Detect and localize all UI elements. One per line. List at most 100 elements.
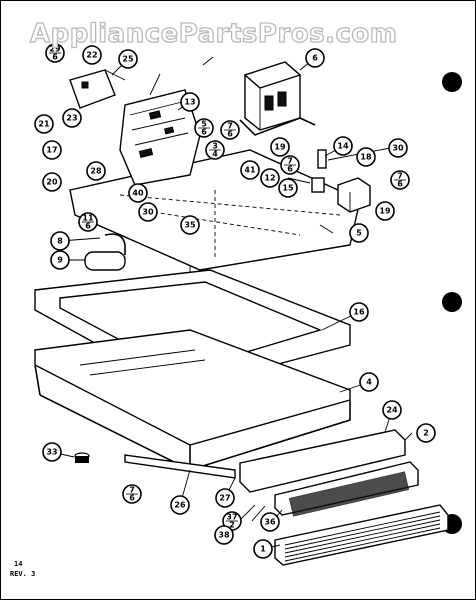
callout-label: 19 (379, 207, 391, 216)
callout-c35: 35 (180, 215, 200, 235)
callout-c3: 34 (205, 140, 225, 160)
transformer (239, 61, 316, 136)
callout-label: 12 (264, 174, 275, 183)
callout-label: 8 (57, 237, 63, 246)
callout-label: 6 (201, 128, 207, 137)
callout-label: 36 (264, 518, 276, 527)
callout-c23: 23 (62, 108, 82, 128)
callout-cT2: 76 (280, 155, 300, 175)
callout-c19b: 19 (375, 201, 395, 221)
callout-label: 23 (66, 114, 77, 123)
callout-c12: 12 (260, 168, 280, 188)
callout-circle (359, 372, 379, 392)
callout-circle (356, 147, 376, 167)
callout-c30b: 30 (138, 202, 158, 222)
callout-circle (278, 178, 298, 198)
callout-label: 7 (227, 122, 233, 131)
callout-c20: 20 (42, 172, 62, 192)
callout-circle (50, 250, 70, 270)
callout-label: 5 (356, 229, 362, 238)
callout-label: 18 (360, 153, 372, 162)
callout-label: 6 (52, 53, 58, 62)
callout-label: 6 (312, 54, 318, 63)
callout-c8: 8 (50, 231, 70, 251)
callout-c36: 36 (260, 512, 280, 532)
callout-label: 13 (184, 98, 195, 107)
callout-cT1: 76 (220, 120, 240, 140)
callout-c41: 41 (240, 160, 260, 180)
callout-c16: 16 (349, 302, 369, 322)
bracket-assembly (69, 69, 126, 109)
trim-rail (124, 454, 236, 479)
callout-circle (349, 302, 369, 322)
footer-revision: REV. 3 (10, 570, 35, 578)
callout-circle (170, 495, 190, 515)
callout-label: 7 (397, 172, 403, 181)
callout-c19a: 19 (270, 137, 290, 157)
callout-c6: 6 (305, 48, 325, 68)
callout-label: 30 (392, 144, 404, 153)
callout-label: 14 (337, 142, 349, 151)
front-panel-assembly (239, 429, 419, 517)
callout-circle (180, 215, 200, 235)
callout-c40: 40 (128, 183, 148, 203)
callout-c9: 9 (50, 250, 70, 270)
callout-label: 20 (46, 178, 58, 187)
callout-label: 3 (212, 142, 218, 151)
callout-c5b: 56 (194, 118, 214, 138)
base-pan (34, 329, 351, 471)
leveling-foot (74, 452, 90, 463)
callout-circle (388, 138, 408, 158)
callout-c15: 15 (278, 178, 298, 198)
callout-label: 22 (86, 51, 97, 60)
binder-hole-top (442, 72, 462, 92)
callout-circle (240, 160, 260, 180)
callout-label: 26 (174, 501, 186, 510)
callout-circle (375, 201, 395, 221)
callout-c22: 22 (82, 45, 102, 65)
callout-circle (416, 423, 436, 443)
callout-label: 37 (226, 513, 237, 522)
callout-c5: 5 (349, 223, 369, 243)
callout-label: 17 (46, 146, 57, 155)
callout-label: 41 (244, 166, 256, 175)
callout-circle (138, 202, 158, 222)
callout-label: 6 (85, 222, 91, 231)
callout-c27: 27 (215, 488, 235, 508)
callout-circle (50, 231, 70, 251)
callout-c33: 33 (42, 442, 62, 462)
callout-label: 28 (90, 167, 102, 176)
callout-circle (349, 223, 369, 243)
callout-c24: 24 (382, 400, 402, 420)
relay (337, 177, 371, 213)
callout-c4: 4 (359, 372, 379, 392)
callout-c7b: 76 (390, 170, 410, 190)
callout-label: 6 (227, 130, 233, 139)
callout-c25: 25 (118, 49, 138, 69)
callout-label: 29 (49, 45, 61, 54)
callout-c1: 1 (253, 539, 273, 559)
callout-label: 2 (229, 521, 235, 530)
callout-c38: 38 (214, 525, 234, 545)
capacitor (84, 233, 126, 271)
callout-label: 11 (82, 214, 94, 223)
callout-c26: 26 (170, 495, 190, 515)
callout-c30a: 30 (388, 138, 408, 158)
callout-c21: 21 (34, 114, 54, 134)
callout-c14: 14 (333, 136, 353, 156)
callout-circle (62, 108, 82, 128)
callout-c7: 76 (122, 484, 142, 504)
callout-label: 35 (184, 221, 196, 230)
callout-circle (270, 137, 290, 157)
callout-label: 24 (386, 406, 398, 415)
callout-circle (128, 183, 148, 203)
callout-circle (382, 400, 402, 420)
callout-label: 25 (122, 55, 134, 64)
callout-label: 6 (129, 494, 135, 503)
callout-label: 38 (218, 531, 230, 540)
callout-label: 40 (132, 189, 144, 198)
callout-label: 15 (282, 184, 294, 193)
callout-label: 7 (287, 157, 293, 166)
callout-c11: 116 (78, 212, 98, 232)
